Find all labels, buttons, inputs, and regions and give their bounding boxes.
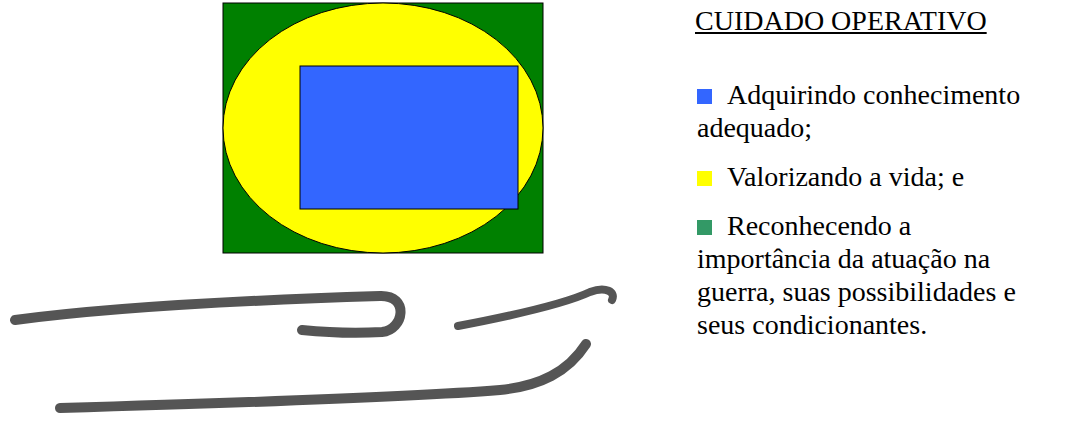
hand-drawing [15, 290, 613, 408]
legend: Adquirindo conhecimento adequado; Valoriz… [697, 78, 1042, 357]
war-rectangle [223, 3, 543, 253]
legend-swatch [697, 220, 712, 235]
hand-palm-stroke [60, 344, 586, 408]
hand-thumb-stroke [458, 290, 613, 326]
legend-swatch [697, 171, 712, 186]
hand-finger-stroke [15, 296, 401, 333]
legend-text: Reconhecendo a importância da atuação na… [697, 210, 1016, 340]
legend-text: Adquirindo conhecimento adequado; [697, 79, 1020, 143]
legend-swatch [697, 89, 712, 104]
legend-item: Reconhecendo a importância da atuação na… [697, 209, 1042, 341]
life-ellipse [223, 3, 543, 253]
legend-item: Valorizando a vida; e [697, 160, 1042, 193]
legend-item: Adquirindo conhecimento adequado; [697, 78, 1042, 144]
diagram-title: CUIDADO OPERATIVO [695, 4, 987, 37]
knowledge-rectangle [300, 66, 518, 209]
legend-text: Valorizando a vida; e [727, 161, 964, 192]
